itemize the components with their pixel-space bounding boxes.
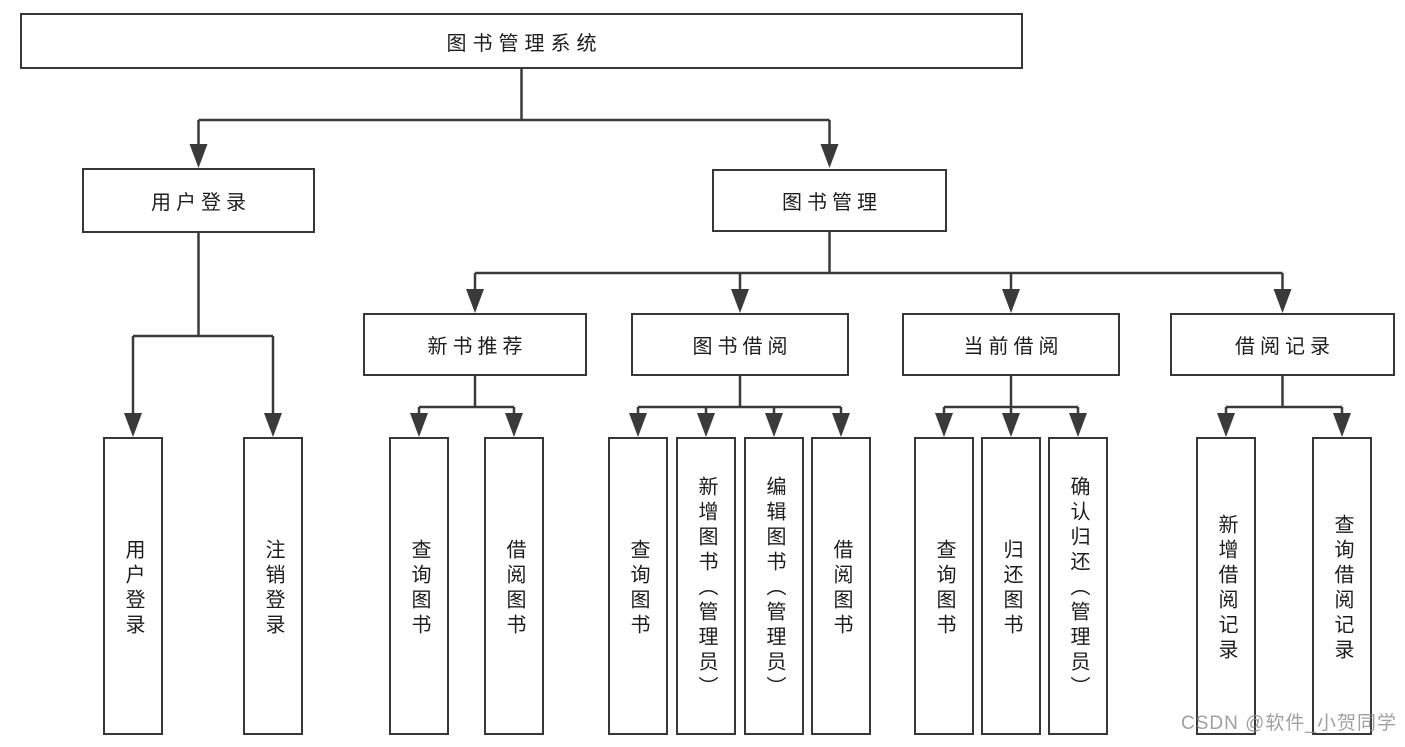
leaf-borrowing-borrow-books: 借阅图书 [811, 437, 871, 735]
leaf-user-login-label: 用户登录 [122, 538, 144, 639]
leaf-newrec-query-books: 查询图书 [389, 437, 449, 735]
leaf-borrowing-query-books: 查询图书 [608, 437, 668, 735]
node-user-login: 用户登录 [82, 168, 315, 233]
leaf-borrowing-add-books-admin: 新增图书（管理员） [676, 437, 736, 735]
leaf-logout-label: 注销登录 [262, 538, 284, 639]
leaf-borrowing-add-books-admin-label: 新增图书（管理员） [695, 476, 717, 701]
leaf-borrowing-edit-books-admin: 编辑图书（管理员） [744, 437, 804, 735]
leaf-borrowing-borrow-books-label: 借阅图书 [830, 538, 852, 639]
arrowhead-icons [124, 144, 1351, 437]
node-current-borrowing-label: 当前借阅 [963, 336, 1064, 358]
leaf-current-query-books-label: 查询图书 [933, 538, 955, 639]
leaf-current-confirm-return-admin-label: 确认归还（管理员） [1067, 476, 1089, 701]
node-borrowing-records: 借阅记录 [1170, 313, 1395, 376]
leaf-newrec-borrow-books-label: 借阅图书 [503, 538, 525, 639]
leaf-borrowing-edit-books-admin-label: 编辑图书（管理员） [763, 476, 785, 701]
leaf-records-query-record-label: 查询借阅记录 [1331, 513, 1353, 664]
node-user-login-label: 用户登录 [151, 192, 251, 214]
leaf-records-query-record: 查询借阅记录 [1312, 437, 1372, 735]
csdn-watermark: CSDN @软件_小贺同学 [1181, 713, 1397, 734]
leaf-newrec-borrow-books: 借阅图书 [484, 437, 544, 735]
leaf-current-confirm-return-admin: 确认归还（管理员） [1048, 437, 1108, 735]
node-borrowing-records-label: 借阅记录 [1235, 336, 1335, 358]
node-book-management: 图书管理 [712, 169, 947, 232]
leaf-current-return-books: 归还图书 [981, 437, 1041, 735]
leaf-user-login: 用户登录 [103, 437, 163, 735]
leaf-current-query-books: 查询图书 [914, 437, 974, 735]
leaf-records-add-record-label: 新增借阅记录 [1215, 513, 1237, 664]
node-book-borrowing: 图书借阅 [631, 313, 849, 376]
leaf-logout: 注销登录 [243, 437, 303, 735]
node-new-book-recommend: 新书推荐 [363, 313, 587, 376]
node-new-book-recommend-label: 新书推荐 [427, 336, 528, 358]
node-book-borrowing-label: 图书借阅 [692, 336, 793, 358]
node-root-label: 图书管理系统 [446, 32, 603, 55]
node-current-borrowing: 当前借阅 [902, 313, 1120, 376]
leaf-borrowing-query-books-label: 查询图书 [627, 538, 649, 639]
leaf-newrec-query-books-label: 查询图书 [408, 538, 430, 639]
connector-lines [131, 69, 1344, 416]
leaf-records-add-record: 新增借阅记录 [1196, 437, 1256, 735]
node-book-management-label: 图书管理 [782, 192, 882, 214]
leaf-current-return-books-label: 归还图书 [1000, 538, 1022, 639]
node-root-system: 图书管理系统 [20, 13, 1023, 69]
